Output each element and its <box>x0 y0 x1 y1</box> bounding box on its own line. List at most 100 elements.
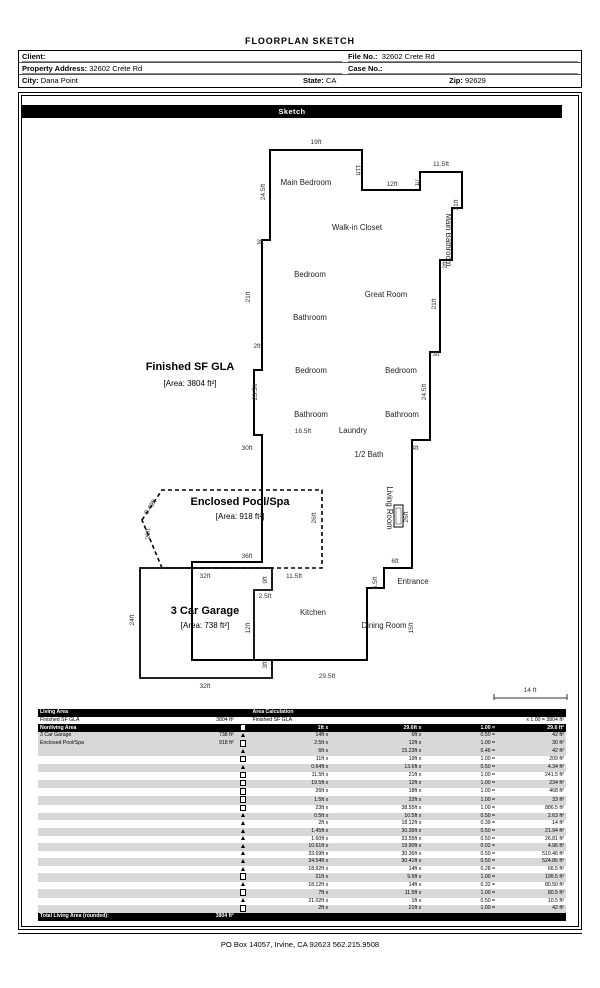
header-row-client: Client: File No.: 32602 Crete Rd <box>19 51 581 63</box>
table-cell-calc-a: 14ft x <box>250 732 331 740</box>
table-cell-calc-c: 0.50 = <box>423 732 498 740</box>
table-cell-section-label: Nonliving Area <box>38 724 189 733</box>
dimension-16-5ft: 16.5ft <box>295 428 312 435</box>
table-cell-calc-a: 2.5ft x <box>250 740 331 749</box>
calc-title: Finished SF GLA <box>252 716 293 723</box>
table-cell-section-label <box>38 796 189 805</box>
area-calculation-table: Living Area Area Calculation Finished SF… <box>38 709 566 921</box>
table-cell-calc-c: 0.39 = <box>480 820 496 827</box>
table-cell-section-value <box>188 827 236 836</box>
table-cell-calc-a: 0.5ft x <box>250 812 331 821</box>
table-cell-calc-b: 30.41ft x <box>330 858 424 866</box>
triangle-icon <box>235 827 251 836</box>
table-cell-section-value <box>189 851 236 859</box>
table-cell-calc-c: 1.00 = <box>480 788 496 795</box>
symbol-header-spacer <box>235 709 251 717</box>
property-address-field: Property Address: 32602 Crete Rd <box>19 63 345 74</box>
table-cell-calc-b: 14ft x <box>408 881 422 888</box>
triangle-icon <box>236 898 251 906</box>
calc-title-symbol <box>236 717 251 725</box>
table-cell-calc-b: 19ft x <box>408 756 422 763</box>
dimension-26ft-pool: 26ft <box>311 512 318 523</box>
table-cell-calc-a: 26ft x <box>315 788 329 795</box>
table-cell-calc-d: 199.5 ft² <box>497 873 566 882</box>
table-cell-calc-d: 10.5 ft² <box>547 897 564 904</box>
room-label-walk-in-closet: Walk-in Closet <box>332 223 383 232</box>
table-row-total: Total Living Area (rounded):3804 ft² <box>38 913 566 921</box>
table-cell-calc-b: 12ft x <box>330 740 424 749</box>
table-cell-calc-c: 0.50 = <box>423 812 498 821</box>
footer-contact: PO Box 14057, Irvine, CA 92623 562.215.9… <box>220 940 380 949</box>
square-icon <box>235 905 251 914</box>
table-cell-calc-d: 4.96 ft² <box>497 843 566 851</box>
table-cell-calc-d: 80.50 ft² <box>544 881 564 888</box>
table-cell-section-value <box>189 866 236 874</box>
table-cell-calc-d: 510.46 ft² <box>542 850 564 857</box>
table-cell-calc-a: 1ft x <box>250 724 331 733</box>
table-cell-section-label <box>38 836 189 844</box>
table-cell-calc-b: 6ft x <box>330 732 424 740</box>
triangle-icon <box>235 858 251 866</box>
dimension-2ft-right: 2ft <box>442 261 449 268</box>
dimension-21ft-right-top: 21ft <box>453 199 460 210</box>
city-label: City: <box>22 76 39 85</box>
room-label-half-bath: 1/2 Bath <box>354 450 383 459</box>
table-cell-section-label <box>38 873 189 882</box>
table-cell-calc-b: 21ft x <box>330 905 424 914</box>
area-label-enclosed-pool-spa: Enclosed Pool/Spa <box>190 496 290 508</box>
dimension-26ft-living: 26ft <box>403 511 410 522</box>
triangle-icon <box>236 866 251 874</box>
table-cell-section-label <box>38 858 189 866</box>
table-cell-section-value <box>188 724 236 733</box>
table-cell-calc-b: 11.5ft x <box>330 889 424 898</box>
dimension-4ft: 4ft <box>411 445 418 452</box>
triangle-icon <box>236 851 251 859</box>
square-icon <box>236 804 251 813</box>
square-icon <box>235 889 251 898</box>
table-cell-calc-b: 22ft x <box>330 796 424 805</box>
square-icon <box>235 779 251 789</box>
table-cell-calc-c: 0.32 = <box>480 881 496 888</box>
table-cell-calc-d: 4.34 ft² <box>497 764 566 772</box>
table-cell-section-label <box>38 779 189 789</box>
square-icon <box>235 873 251 882</box>
table-cell-calc-d: 241.5 ft² <box>544 771 564 778</box>
zip-field: Zip: 92629 <box>446 75 581 87</box>
table-cell-calc-b: 13.6ft x <box>330 764 424 772</box>
table-cell-calc-c: 1.00 = <box>423 905 498 914</box>
table-cell-calc-a: 18.12ft x <box>308 881 329 888</box>
dimension-2ft-left: 2ft <box>253 343 260 350</box>
dimension-20ft: 20ft <box>145 528 152 539</box>
state-value: CA <box>325 76 337 85</box>
room-label-kitchen: Kitchen <box>300 608 326 617</box>
room-label-bathroom-3: Bathroom <box>294 410 328 419</box>
table-cell-calc-c: 1.00 = <box>423 889 498 898</box>
table-cell-calc-a: 23ft x <box>315 804 329 811</box>
table-cell-calc-b: 12ft x <box>330 779 424 789</box>
table-cell-section-value <box>188 812 236 821</box>
dimension-19ft: 19ft <box>311 139 322 146</box>
table-cell-section-value <box>188 889 236 898</box>
room-label-entrance: Entrance <box>397 577 428 586</box>
case-no-field: Case No.: <box>345 63 581 74</box>
table-row-finished-sf-gla: Finished SF GLA 3804 ft² Finished SF GLA… <box>38 717 566 725</box>
table-cell-calc-c: 1.00 = <box>480 804 496 811</box>
room-label-bedroom-4: Bedroom <box>385 366 417 375</box>
table-cell-section-value <box>188 796 236 805</box>
table-cell-section-value <box>189 772 236 780</box>
table-cell-section-value: 738 ft² <box>188 732 236 740</box>
table-cell-section-value <box>188 748 236 756</box>
table-cell-calc-a: 11.5ft x <box>311 771 329 778</box>
table-cell-calc-c: 0.50 = <box>480 850 496 857</box>
